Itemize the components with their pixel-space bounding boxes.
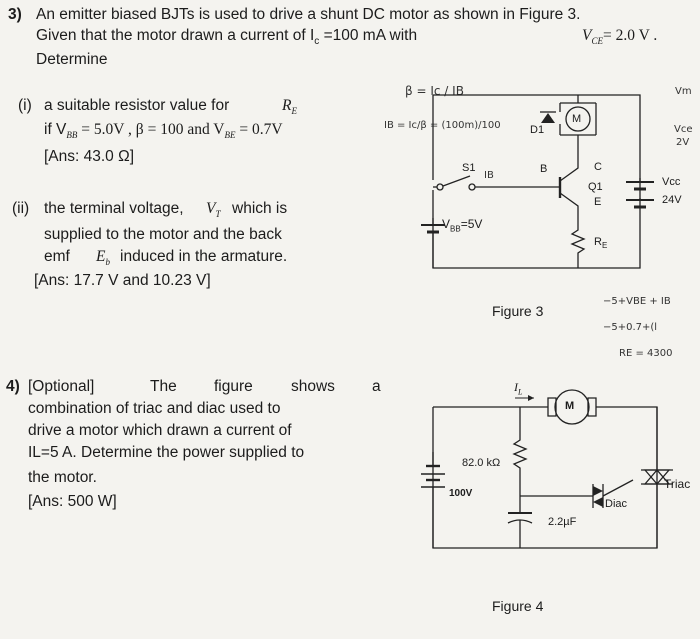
question-line: An emitter biased BJTs is used to drive … [36, 6, 581, 23]
question-line: Determine [36, 51, 108, 68]
label-re: RE [594, 236, 608, 251]
part-text: supplied to the motor and the back [44, 226, 282, 243]
handwriting-ib2: IB [484, 170, 494, 181]
question-line: a [372, 378, 381, 395]
answer: [Ans: 500 W] [28, 493, 117, 510]
vce-expression: VCE= 2.0 V . [582, 27, 658, 47]
question-line: The [150, 378, 177, 395]
handwriting-2v: 2V [676, 137, 690, 148]
question-line: Given that the motor drawn a current of … [36, 27, 418, 48]
part-label: (i) [18, 97, 32, 114]
handwriting-ib: IB = Ic/β = (100m)/100 [384, 120, 501, 131]
label-motor: M [565, 400, 575, 412]
part-text: induced in the armature. [120, 248, 288, 265]
handwriting-kvl2: −5+0.7+(l [603, 322, 658, 333]
label-motor: M [572, 113, 582, 125]
label-c: C [594, 161, 602, 173]
label-vbb: VBB=5V [442, 217, 483, 234]
label-q1: Q1 [588, 181, 603, 193]
part-text: which is [232, 200, 288, 217]
question-number: 3) [8, 6, 22, 23]
question-line: IL=5 A. Determine the power supplied to [28, 444, 305, 461]
question-line: [Optional] [28, 378, 95, 395]
question-number: 4) [6, 378, 20, 395]
given-values: if VBB = 5.0V , β = 100 and VBE = 0.7V [44, 121, 283, 141]
figure-4-caption: Figure 4 [492, 598, 544, 614]
question-line: combination of triac and diac used to [28, 400, 281, 417]
part-text: emf [44, 248, 70, 265]
label-source: 100V [449, 488, 473, 499]
label-capacitor: 2.2µF [548, 516, 577, 528]
part-text: a suitable resistor value for [44, 97, 230, 114]
label-il: IL [514, 380, 523, 397]
answer: [Ans: 17.7 V and 10.23 V] [34, 272, 211, 289]
handwriting-vce: Vce [674, 124, 693, 135]
answer: [Ans: 43.0 Ω] [44, 148, 134, 165]
label-resistor: 82.0 kΩ [462, 457, 501, 469]
part-text: the terminal voltage, [44, 200, 184, 217]
math-var: Eb [96, 248, 110, 268]
label-s1: S1 [462, 162, 476, 174]
label-b: B [540, 163, 548, 175]
math-var: VT [206, 200, 221, 220]
question-line: figure [214, 378, 253, 395]
math-var: RE [282, 97, 297, 117]
label-24v: 24V [662, 194, 682, 206]
question-line: the motor. [28, 469, 97, 486]
handwriting-vm: Vm [675, 86, 692, 97]
label-triac: Triac [664, 477, 691, 491]
figure-3-caption: Figure 3 [492, 303, 544, 319]
part-label: (ii) [12, 200, 30, 217]
handwriting-kvl1: −5+VBE + IB [603, 296, 671, 307]
label-diac: Diac [605, 498, 628, 510]
label-e: E [594, 196, 602, 208]
label-d1: D1 [530, 124, 545, 136]
handwriting-re: RE = 4300 [619, 348, 673, 359]
question-line: drive a motor which drawn a current of [28, 422, 292, 439]
question-line: shows [291, 378, 335, 395]
label-vcc: Vcc [662, 176, 681, 188]
